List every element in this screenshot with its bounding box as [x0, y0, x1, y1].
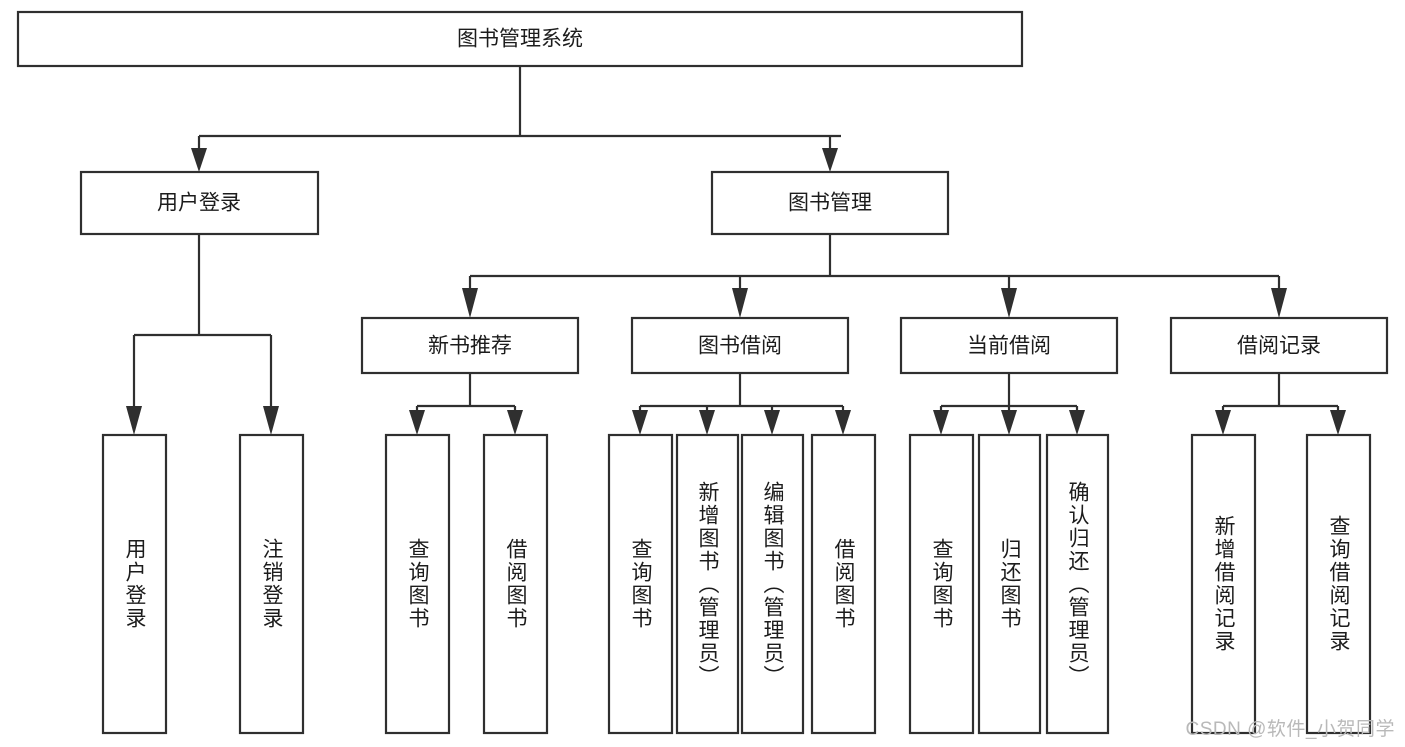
node-leaf-query-book-2[interactable]	[607, 433, 674, 735]
node-leaf-return-book[interactable]	[977, 433, 1042, 735]
node-borrow-record-label: 借阅记录	[1237, 335, 1321, 358]
node-book-manage-label: 图书管理	[788, 192, 872, 215]
connector-currentborrow-to-leaves	[933, 373, 1085, 435]
node-borrow-record[interactable]: 借阅记录	[1169, 316, 1389, 375]
node-book-borrow[interactable]: 图书借阅	[630, 316, 850, 375]
connector-userlogin-to-leaves	[126, 234, 279, 435]
node-user-login-label: 用户登录	[157, 192, 241, 215]
connector-bookmanage-to-level3	[462, 234, 1287, 318]
node-current-borrow[interactable]: 当前借阅	[899, 316, 1119, 375]
csdn-watermark: CSDN @软件_小贺同学	[1185, 719, 1395, 740]
node-leaf-edit-book[interactable]	[740, 433, 805, 735]
node-book-manage[interactable]: 图书管理	[710, 170, 950, 236]
node-new-book-recommend[interactable]: 新书推荐	[360, 316, 580, 375]
node-leaf-add-record[interactable]	[1190, 433, 1257, 735]
node-leaf-query-book-1[interactable]	[384, 433, 451, 735]
node-book-borrow-label: 图书借阅	[698, 335, 782, 358]
node-root[interactable]: 图书管理系统	[16, 10, 1024, 68]
connector-root-to-level2	[191, 66, 841, 172]
node-leaf-user-login[interactable]	[101, 433, 168, 735]
node-leaf-query-book-3[interactable]	[908, 433, 975, 735]
node-leaf-add-book[interactable]	[675, 433, 740, 735]
node-leaf-confirm-return[interactable]	[1045, 433, 1110, 735]
connector-bookborrow-to-leaves	[632, 373, 851, 435]
connector-newbook-to-leaves	[409, 373, 523, 435]
node-leaf-query-record[interactable]	[1305, 433, 1372, 735]
node-user-login[interactable]: 用户登录	[79, 170, 320, 236]
node-leaf-borrow-book-1[interactable]	[482, 433, 549, 735]
connector-borrowrecord-to-leaves	[1215, 373, 1346, 435]
node-new-book-recommend-label: 新书推荐	[428, 335, 512, 358]
node-leaf-borrow-book-2[interactable]	[810, 433, 877, 735]
node-leaf-logout-login[interactable]	[238, 433, 305, 735]
node-current-borrow-label: 当前借阅	[967, 335, 1051, 358]
node-root-label: 图书管理系统	[457, 28, 583, 51]
leaf-boxes	[101, 433, 1372, 735]
